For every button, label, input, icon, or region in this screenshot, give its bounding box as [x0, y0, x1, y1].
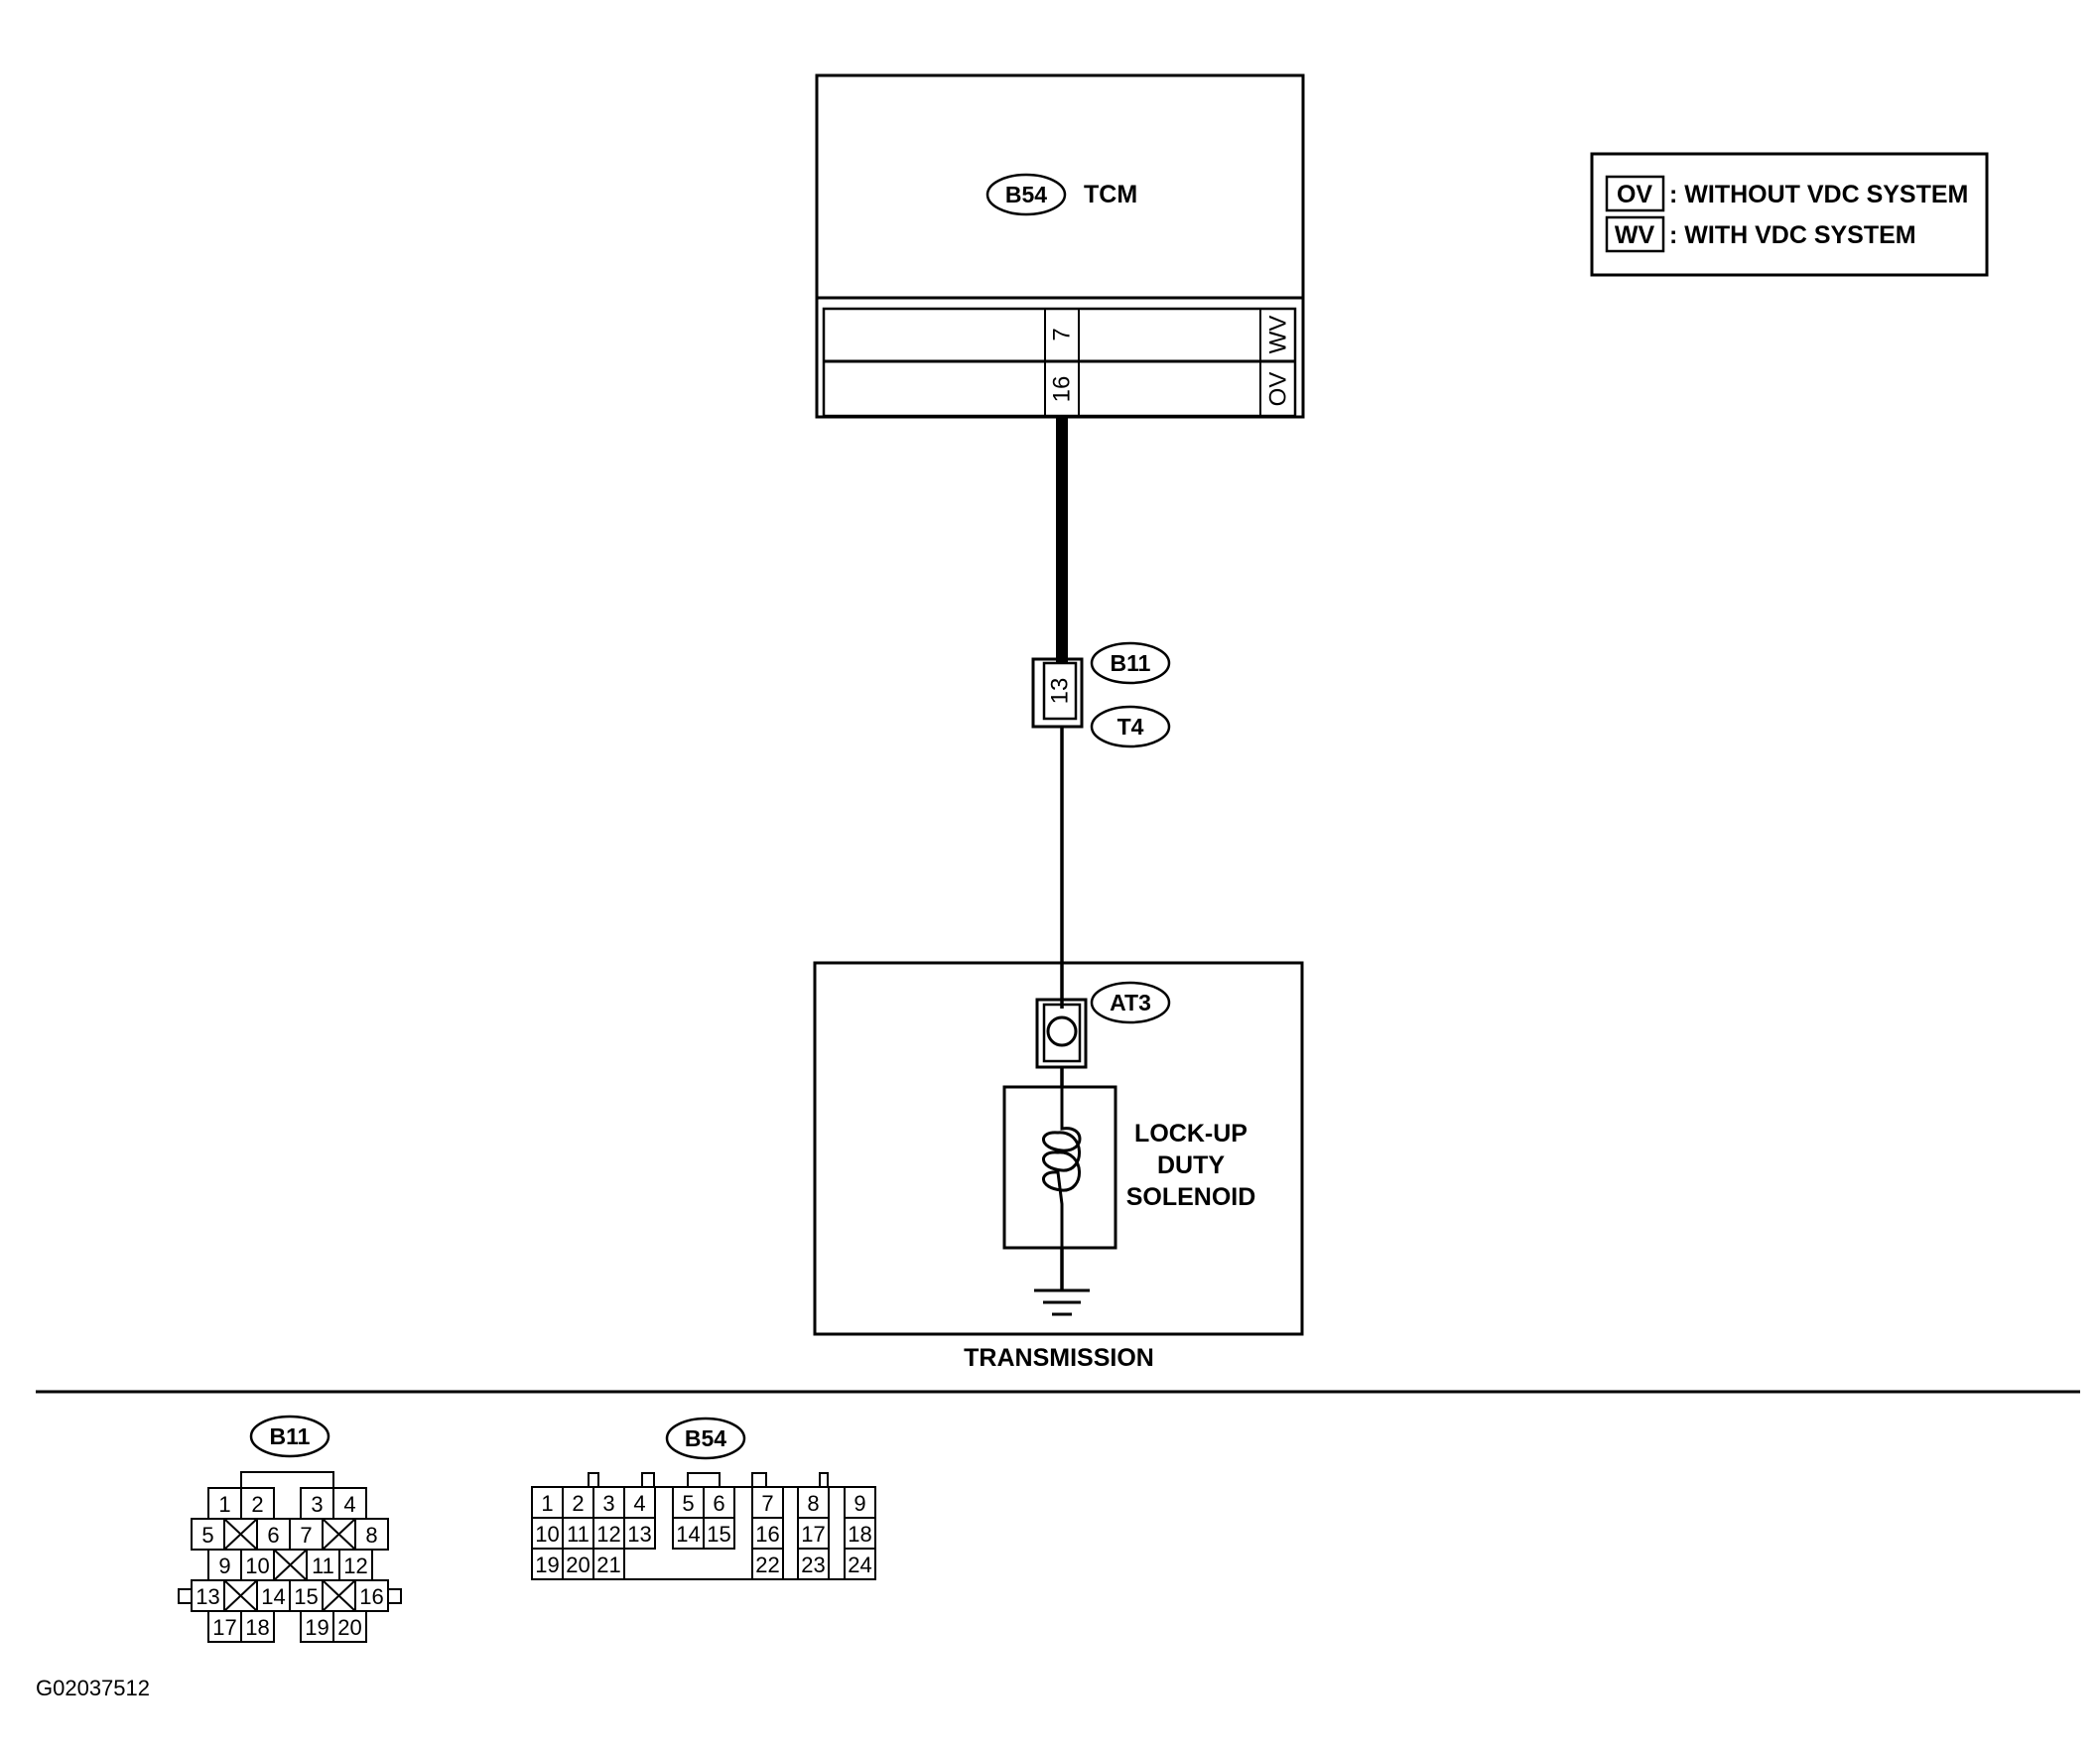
pin-number: 4 — [343, 1492, 355, 1517]
pin-number: 3 — [602, 1491, 614, 1516]
pin-number: 11 — [567, 1522, 590, 1547]
legend-text: : WITHOUT VDC SYSTEM — [1669, 181, 1968, 208]
legend-text: : WITH VDC SYSTEM — [1669, 221, 1916, 249]
pin-number: 2 — [572, 1491, 584, 1516]
pin-number: 19 — [535, 1553, 559, 1577]
pin-number: 16 — [755, 1522, 779, 1547]
pin-number: 11 — [312, 1554, 334, 1578]
pin-number: 20 — [566, 1553, 590, 1577]
svg-text:B54: B54 — [1005, 182, 1047, 207]
pin-number: 10 — [245, 1554, 269, 1578]
pin-number: 13 — [196, 1584, 219, 1609]
pin-number: 10 — [535, 1522, 559, 1547]
pin-number: 17 — [801, 1522, 825, 1547]
pin-cell — [844, 1548, 876, 1580]
tcm-pin-tag: OV — [1265, 372, 1292, 407]
pin-number: 9 — [853, 1491, 865, 1516]
figure-id: G02037512 — [36, 1676, 150, 1700]
transmission-box — [813, 961, 1304, 1336]
pin-number: 8 — [365, 1523, 377, 1548]
solenoid-label-line1: LOCK-UP — [1134, 1120, 1247, 1148]
tcm-pin-tag: WV — [1265, 316, 1292, 354]
pin-number: 16 — [359, 1584, 383, 1609]
joint-badge-top: B11 — [1090, 641, 1171, 685]
pin-number: 9 — [218, 1554, 230, 1578]
legend-code: WV — [1615, 221, 1655, 249]
tcm-title: TCM — [1084, 181, 1137, 208]
pin-number: 3 — [311, 1492, 323, 1517]
joint-connector — [1031, 657, 1084, 729]
tcm-unit — [815, 73, 1305, 419]
pin-cell — [332, 1610, 367, 1643]
pin-number: 12 — [596, 1522, 620, 1547]
tcm-pin: 7 — [1049, 328, 1076, 340]
pin-number: 17 — [212, 1615, 236, 1640]
coil-icon — [1042, 1087, 1082, 1248]
pin-number: 5 — [682, 1491, 694, 1516]
svg-text:B11: B11 — [1111, 650, 1151, 676]
transmission-label: TRANSMISSION — [964, 1344, 1154, 1372]
pin-number: 8 — [807, 1491, 819, 1516]
tcm-terminal-row-2: 16 OV — [1049, 372, 1292, 407]
joint-pin: 13 — [1047, 678, 1074, 705]
pin-number: 1 — [218, 1492, 230, 1517]
pin-number: 21 — [596, 1553, 620, 1577]
pin-cell — [623, 1517, 656, 1550]
svg-text:B11: B11 — [270, 1423, 311, 1449]
pin-number: 23 — [801, 1553, 825, 1577]
pin-number: 22 — [755, 1553, 779, 1577]
pin-number: 4 — [633, 1491, 645, 1516]
tcm-terminal-row-1: 7 WV — [1049, 316, 1292, 354]
pin-number: 7 — [761, 1491, 773, 1516]
joint-badge-bottom: T4 — [1090, 705, 1171, 748]
pin-number: 18 — [245, 1615, 269, 1640]
pin-number: 20 — [337, 1615, 361, 1640]
pin-cell — [751, 1548, 784, 1580]
at3-connector — [1035, 998, 1088, 1069]
pin-cell — [240, 1610, 275, 1643]
pin-number: 18 — [848, 1522, 871, 1547]
pin-number: 15 — [707, 1522, 730, 1547]
legend-code: OV — [1617, 181, 1652, 208]
pin-number: 5 — [201, 1523, 213, 1548]
svg-text:B54: B54 — [685, 1425, 726, 1451]
pin-number: 12 — [343, 1554, 367, 1578]
svg-text:AT3: AT3 — [1110, 990, 1151, 1015]
tcm-pin: 16 — [1049, 376, 1076, 403]
pin-cell — [592, 1548, 625, 1580]
pin-number: 1 — [541, 1491, 553, 1516]
svg-text:T4: T4 — [1117, 714, 1144, 740]
solenoid-label-line2: DUTY — [1157, 1151, 1225, 1179]
pin-cell — [703, 1517, 735, 1550]
at3-badge: AT3 — [1090, 981, 1171, 1024]
solenoid-label-line3: SOLENOID — [1126, 1183, 1256, 1211]
pin-number: 19 — [305, 1615, 328, 1640]
tcm-connector-badge: B54 — [985, 173, 1067, 216]
pin-cell — [797, 1548, 830, 1580]
pin-number: 2 — [251, 1492, 263, 1517]
pin-number: 14 — [676, 1522, 700, 1547]
ground-icon — [1034, 1248, 1090, 1316]
solenoid-box — [1002, 1085, 1117, 1250]
pin-number: 6 — [267, 1523, 279, 1548]
pin-number: 15 — [294, 1584, 318, 1609]
pin-cell — [354, 1579, 389, 1612]
pin-number: 24 — [848, 1553, 871, 1577]
pin-number: 14 — [261, 1584, 285, 1609]
pin-number: 6 — [713, 1491, 724, 1516]
pin-number: 7 — [300, 1523, 312, 1548]
pin-number: 13 — [627, 1522, 651, 1547]
legend-box: OV : WITHOUT VDC SYSTEM WV : WITH VDC SY… — [1590, 152, 1989, 277]
